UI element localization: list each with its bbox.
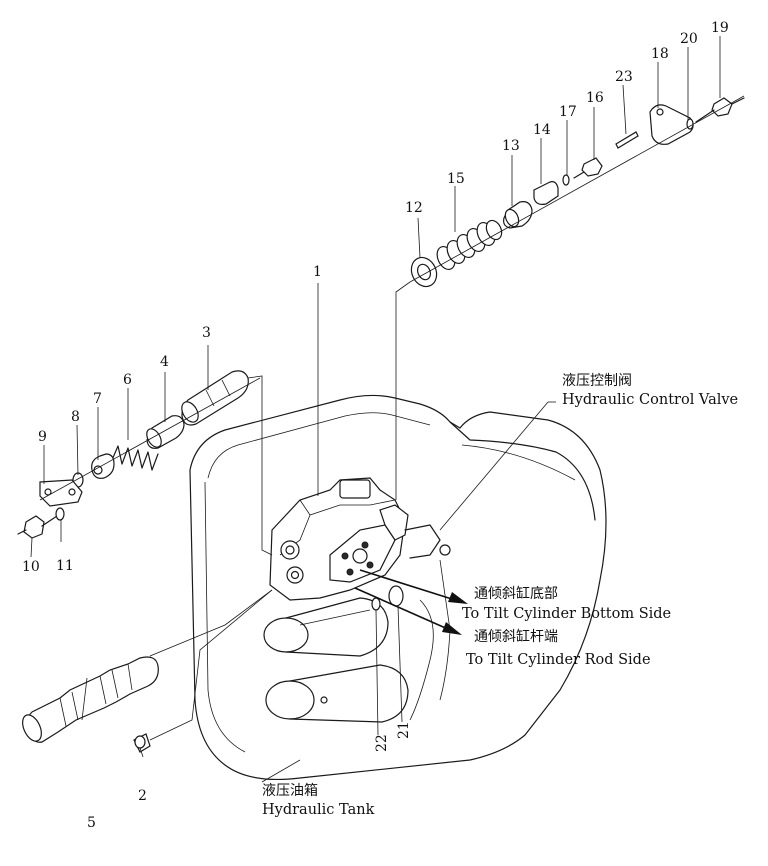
part-number-21: 21 xyxy=(396,721,412,739)
part-number-20: 20 xyxy=(680,31,698,47)
o-ring-21 xyxy=(388,585,404,607)
tank-label-cn: 液压油箱 xyxy=(262,783,318,799)
part-number-2: 2 xyxy=(138,788,147,804)
lower-spool-assembly xyxy=(22,589,273,753)
right-relief-assembly xyxy=(395,95,745,500)
leader-lines xyxy=(30,36,721,783)
part-number-7: 7 xyxy=(93,391,102,407)
part-number-19: 19 xyxy=(711,20,729,36)
tank-label-en: Hydraulic Tank xyxy=(262,802,375,818)
part-number-10: 10 xyxy=(22,559,40,575)
o-ring-22 xyxy=(371,597,381,611)
part-number-9: 9 xyxy=(38,429,47,445)
part-number-13: 13 xyxy=(502,138,520,154)
bottom-side-label-en: To Tilt Cylinder Bottom Side xyxy=(462,606,671,622)
part-number-11: 11 xyxy=(56,558,74,574)
part-number-18: 18 xyxy=(651,46,669,62)
flow-arrows xyxy=(354,569,468,635)
part-number-15: 15 xyxy=(447,171,465,187)
part-number-22: 22 xyxy=(374,734,390,752)
part-numbers: 1 2 3 4 5 6 7 8 9 10 11 12 13 14 15 16 1… xyxy=(22,20,729,831)
part-number-4: 4 xyxy=(160,354,169,370)
part-number-6: 6 xyxy=(123,372,132,388)
bottom-side-label-cn: 通倾斜缸底部 xyxy=(474,585,558,602)
part-number-5: 5 xyxy=(87,815,96,831)
rod-side-label-en: To Tilt Cylinder Rod Side xyxy=(466,652,651,668)
part-number-3: 3 xyxy=(202,325,211,341)
part-number-8: 8 xyxy=(71,409,80,425)
part-number-16: 16 xyxy=(586,90,604,106)
part-number-14: 14 xyxy=(533,122,551,138)
part-number-1: 1 xyxy=(313,264,322,280)
upper-spool-assembly xyxy=(17,370,273,556)
control-valve-label-cn: 液压控制阀 xyxy=(562,373,632,389)
part-number-12: 12 xyxy=(405,200,423,216)
control-valve-label-en: Hydraulic Control Valve xyxy=(562,392,738,408)
part-number-17: 17 xyxy=(559,104,577,120)
rod-side-label-cn: 通倾斜缸杆端 xyxy=(474,628,558,645)
control-valve-drawing xyxy=(269,477,451,601)
callout-labels: 液压控制阀 Hydraulic Control Valve 通倾斜缸底部 To … xyxy=(262,373,738,818)
part-number-23: 23 xyxy=(615,69,633,85)
hydraulic-tank-drawing xyxy=(189,394,607,781)
